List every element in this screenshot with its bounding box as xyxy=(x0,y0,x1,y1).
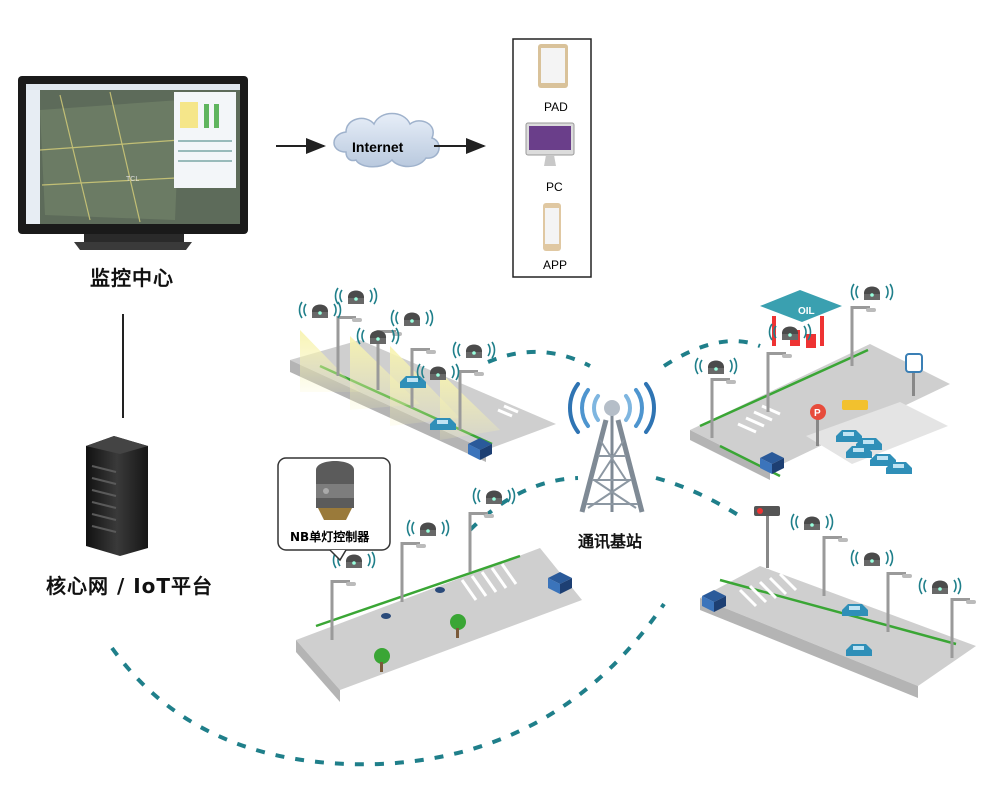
internet-label: Internet xyxy=(352,139,404,155)
tablet-icon xyxy=(538,44,568,88)
gas-sign-text: OIL xyxy=(798,306,815,317)
parking-sign-text: P xyxy=(814,408,821,419)
parking-sign-icon: P xyxy=(810,404,826,446)
controller-icon xyxy=(316,461,354,520)
sign-icon xyxy=(905,353,923,396)
antenna-tower-icon xyxy=(568,382,656,513)
server-rack-icon xyxy=(86,436,148,556)
device-label-pad: PAD xyxy=(544,100,568,114)
signal-arcs xyxy=(110,339,761,767)
monitor-center-label: 监控中心 xyxy=(90,266,174,290)
device-label-pc: PC xyxy=(546,180,563,194)
core-network-label: 核心网 / IoT平台 xyxy=(46,574,214,598)
controller-callout xyxy=(277,457,391,562)
road-bottom-right xyxy=(700,506,976,698)
monitor-icon xyxy=(18,76,248,250)
device-label-app: APP xyxy=(543,258,567,272)
monitor-brand: TCL xyxy=(126,176,139,183)
phone-icon xyxy=(543,203,561,251)
road-top-left xyxy=(290,316,556,462)
road-bottom-left xyxy=(296,512,582,702)
base-station-label: 通讯基站 xyxy=(578,532,643,551)
controller-label: NB单灯控制器 xyxy=(290,529,370,544)
cloud-icon xyxy=(333,112,440,168)
desktop-icon xyxy=(525,122,575,166)
